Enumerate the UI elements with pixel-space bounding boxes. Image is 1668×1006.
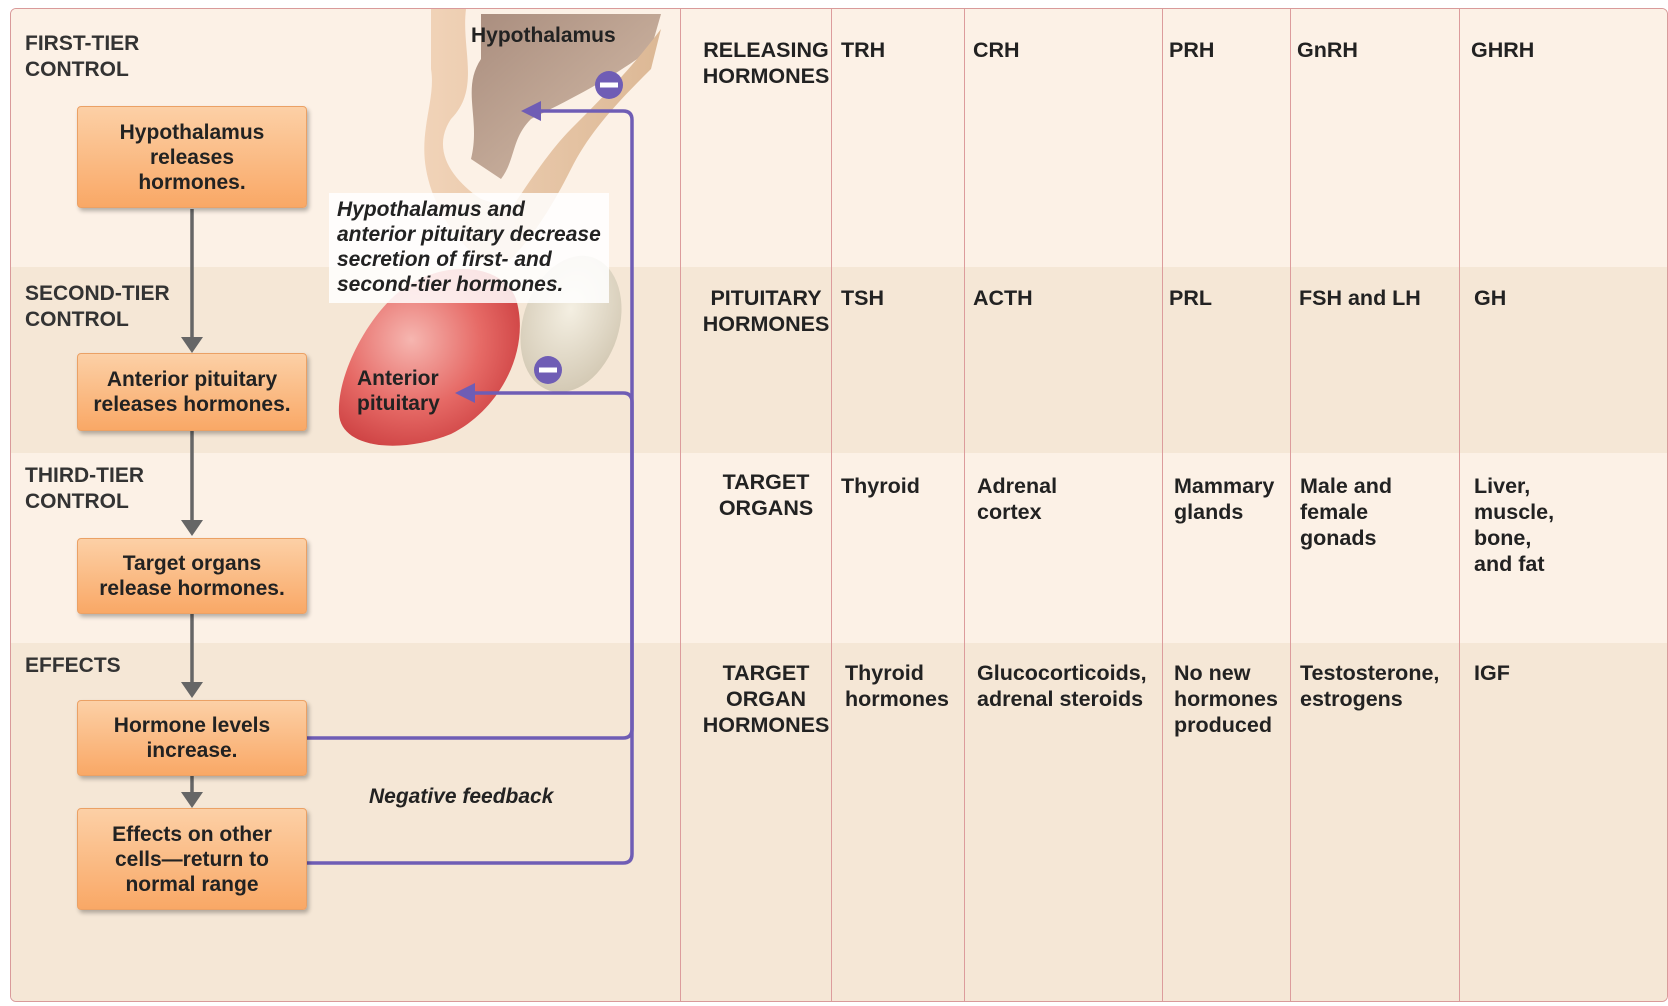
cell-pituitary: TSH <box>841 286 884 310</box>
negative-feedback-loop <box>305 109 634 865</box>
row-label-releasing-hormones: RELEASING HORMONES <box>702 38 830 88</box>
cell-target-organ: Adrenal cortex <box>977 474 1058 524</box>
cell-target-organ: Male and female gonads <box>1300 474 1392 550</box>
feedback-arrowhead <box>521 101 541 121</box>
row-label-target-organs: TARGET ORGANS <box>718 470 814 520</box>
flow-arrows <box>181 209 203 808</box>
box-target-organs-release: Target organs release hormones. <box>77 538 307 614</box>
cell-organ-hormone: Glucocorticoids, adrenal steroids <box>977 661 1147 711</box>
cell-organ-hormone: IGF <box>1474 661 1510 685</box>
cell-organ-hormone: Thyroid hormones <box>845 661 949 711</box>
hypothalamus-shape <box>471 14 661 179</box>
feedback-note: Hypothalamus and anterior pituitary decr… <box>329 193 609 303</box>
feedback-arrowhead <box>455 383 475 403</box>
label-anterior-pituitary: Anterior pituitary <box>357 367 440 415</box>
cell-pituitary: PRL <box>1169 286 1212 310</box>
box-effects-normal-range: Effects on other cells—return to normal … <box>77 808 307 910</box>
cell-releasing: GnRH <box>1297 38 1358 62</box>
tier-label-first: FIRST-TIER CONTROL <box>25 32 140 81</box>
cell-releasing: CRH <box>973 38 1020 62</box>
cell-pituitary: GH <box>1474 286 1507 310</box>
table-divider <box>831 9 832 1001</box>
cell-organ-hormone: No new hormones produced <box>1174 661 1278 737</box>
cell-target-organ: Mammary glands <box>1174 474 1275 524</box>
label-negative-feedback: Negative feedback <box>369 785 554 808</box>
cell-releasing: TRH <box>841 38 886 62</box>
cell-releasing: GHRH <box>1471 38 1535 62</box>
cell-pituitary: ACTH <box>973 286 1033 310</box>
label-hypothalamus: Hypothalamus <box>471 24 616 47</box>
row-label-target-organ-hormones: TARGET ORGAN HORMONES <box>702 661 830 737</box>
table-divider <box>1162 9 1163 1001</box>
box-hormone-levels-increase: Hormone levels increase. <box>77 700 307 776</box>
minus-icon <box>534 356 562 384</box>
cell-releasing: PRH <box>1169 38 1215 62</box>
table-divider <box>964 9 965 1001</box>
table-divider <box>1290 9 1291 1001</box>
diagram-frame: FIRST-TIER CONTROL SECOND-TIER CONTROL T… <box>10 8 1668 1002</box>
cell-target-organ: Thyroid <box>841 474 920 498</box>
cell-pituitary: FSH and LH <box>1299 286 1421 310</box>
box-pituitary-releases: Anterior pituitary releases hormones. <box>77 353 307 431</box>
box-hypothalamus-releases: Hypothalamus releases hormones. <box>77 106 307 208</box>
minus-icon <box>595 71 623 99</box>
cell-target-organ: Liver, muscle, bone, and fat <box>1474 474 1555 576</box>
tier-label-effects: EFFECTS <box>25 654 121 677</box>
cell-organ-hormone: Testosterone, estrogens <box>1300 661 1440 711</box>
row-label-pituitary-hormones: PITUITARY HORMONES <box>702 286 830 336</box>
tier-label-third: THIRD-TIER CONTROL <box>25 464 144 513</box>
table-divider <box>1459 9 1460 1001</box>
tier-label-second: SECOND-TIER CONTROL <box>25 282 170 331</box>
table-divider <box>680 9 681 1001</box>
